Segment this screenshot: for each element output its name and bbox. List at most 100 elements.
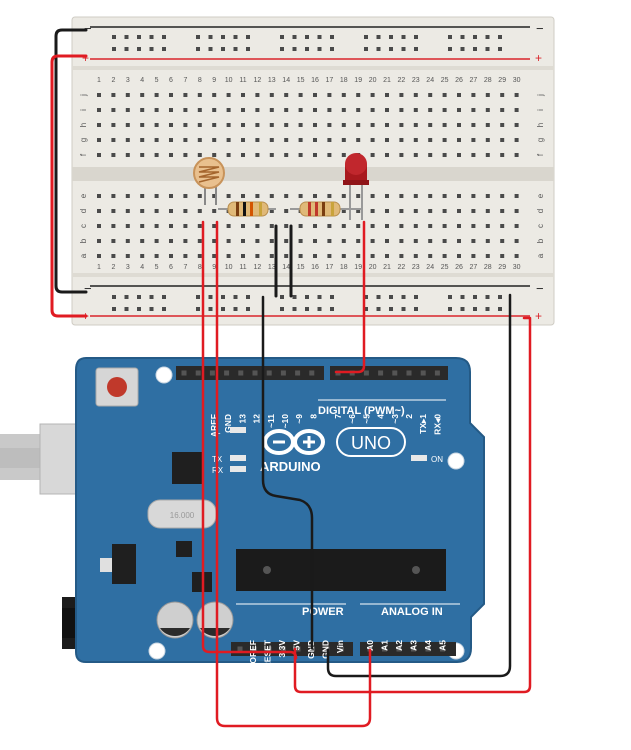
breadboard-hole[interactable]: [97, 239, 101, 243]
breadboard-hole[interactable]: [370, 93, 375, 97]
rail-hole[interactable]: [485, 35, 490, 39]
breadboard-hole[interactable]: [442, 209, 447, 213]
rail-hole[interactable]: [448, 295, 452, 299]
breadboard-hole[interactable]: [399, 194, 404, 198]
breadboard-hole[interactable]: [111, 123, 116, 127]
breadboard-hole[interactable]: [399, 224, 404, 228]
breadboard-hole[interactable]: [169, 93, 173, 97]
breadboard-hole[interactable]: [514, 138, 519, 142]
rail-hole[interactable]: [292, 307, 297, 311]
breadboard-hole[interactable]: [341, 254, 346, 258]
breadboard-hole[interactable]: [298, 239, 303, 243]
breadboard-hole[interactable]: [485, 209, 490, 213]
breadboard-hole[interactable]: [241, 224, 245, 228]
breadboard-hole[interactable]: [370, 108, 375, 112]
breadboard-hole[interactable]: [140, 153, 145, 157]
breadboard-hole[interactable]: [514, 153, 519, 157]
breadboard-hole[interactable]: [313, 224, 317, 228]
breadboard-hole[interactable]: [169, 254, 173, 258]
rail-hole[interactable]: [162, 47, 166, 51]
rail-hole[interactable]: [401, 307, 406, 311]
breadboard-hole[interactable]: [327, 239, 332, 243]
breadboard-hole[interactable]: [313, 93, 317, 97]
breadboard-hole[interactable]: [485, 239, 490, 243]
breadboard-hole[interactable]: [197, 153, 202, 157]
rail-hole[interactable]: [305, 307, 309, 311]
rail-hole[interactable]: [460, 307, 465, 311]
breadboard-hole[interactable]: [241, 108, 245, 112]
breadboard-hole[interactable]: [442, 254, 447, 258]
breadboard-hole[interactable]: [212, 153, 217, 157]
breadboard-hole[interactable]: [457, 93, 461, 97]
breadboard-hole[interactable]: [385, 224, 389, 228]
rail-hole[interactable]: [246, 47, 250, 51]
breadboard-hole[interactable]: [183, 224, 188, 228]
breadboard-hole[interactable]: [341, 239, 346, 243]
breadboard-hole[interactable]: [428, 224, 433, 228]
breadboard-hole[interactable]: [226, 254, 231, 258]
rail-hole[interactable]: [292, 295, 297, 299]
breadboard-hole[interactable]: [269, 254, 274, 258]
rail-hole[interactable]: [162, 35, 166, 39]
rail-hole[interactable]: [473, 47, 477, 51]
breadboard-hole[interactable]: [212, 194, 217, 198]
breadboard-hole[interactable]: [269, 239, 274, 243]
breadboard-hole[interactable]: [183, 254, 188, 258]
breadboard-hole[interactable]: [169, 209, 173, 213]
rail-hole[interactable]: [305, 295, 309, 299]
breadboard-hole[interactable]: [284, 224, 289, 228]
breadboard-hole[interactable]: [154, 224, 159, 228]
breadboard-hole[interactable]: [399, 153, 404, 157]
rail-hole[interactable]: [280, 307, 284, 311]
breadboard-hole[interactable]: [485, 93, 490, 97]
breadboard-hole[interactable]: [226, 123, 231, 127]
rail-hole[interactable]: [389, 307, 393, 311]
breadboard-hole[interactable]: [140, 194, 145, 198]
breadboard-hole[interactable]: [125, 209, 130, 213]
breadboard-hole[interactable]: [298, 224, 303, 228]
header-pin[interactable]: [363, 370, 369, 376]
rail-hole[interactable]: [317, 295, 322, 299]
rail-hole[interactable]: [246, 295, 250, 299]
breadboard-hole[interactable]: [485, 123, 490, 127]
breadboard-hole[interactable]: [471, 123, 476, 127]
breadboard-hole[interactable]: [428, 138, 433, 142]
rail-hole[interactable]: [317, 47, 322, 51]
rail-hole[interactable]: [448, 47, 452, 51]
breadboard-hole[interactable]: [154, 209, 159, 213]
breadboard-hole[interactable]: [97, 153, 101, 157]
rail-hole[interactable]: [149, 295, 154, 299]
breadboard-hole[interactable]: [125, 138, 130, 142]
breadboard-hole[interactable]: [356, 123, 361, 127]
breadboard-hole[interactable]: [269, 93, 274, 97]
breadboard-hole[interactable]: [471, 239, 476, 243]
rail-hole[interactable]: [460, 295, 465, 299]
rail-hole[interactable]: [414, 47, 418, 51]
breadboard-hole[interactable]: [313, 153, 317, 157]
breadboard-hole[interactable]: [269, 153, 274, 157]
breadboard-hole[interactable]: [226, 194, 231, 198]
breadboard-hole[interactable]: [500, 93, 505, 97]
breadboard-hole[interactable]: [457, 194, 461, 198]
breadboard-hole[interactable]: [169, 108, 173, 112]
breadboard-hole[interactable]: [111, 254, 116, 258]
rail-hole[interactable]: [137, 47, 141, 51]
breadboard-hole[interactable]: [154, 123, 159, 127]
breadboard-hole[interactable]: [284, 93, 289, 97]
rail-hole[interactable]: [473, 295, 477, 299]
breadboard-hole[interactable]: [125, 239, 130, 243]
header-pin[interactable]: [425, 646, 431, 652]
breadboard-hole[interactable]: [97, 123, 101, 127]
rail-hole[interactable]: [208, 47, 213, 51]
header-pin[interactable]: [434, 370, 440, 376]
breadboard-hole[interactable]: [284, 209, 289, 213]
rail-hole[interactable]: [364, 35, 368, 39]
breadboard-hole[interactable]: [413, 254, 418, 258]
breadboard-hole[interactable]: [169, 138, 173, 142]
breadboard-hole[interactable]: [125, 108, 130, 112]
breadboard-hole[interactable]: [327, 138, 332, 142]
rail-hole[interactable]: [473, 35, 477, 39]
breadboard-hole[interactable]: [471, 138, 476, 142]
breadboard-hole[interactable]: [500, 209, 505, 213]
header-pin[interactable]: [252, 370, 258, 376]
